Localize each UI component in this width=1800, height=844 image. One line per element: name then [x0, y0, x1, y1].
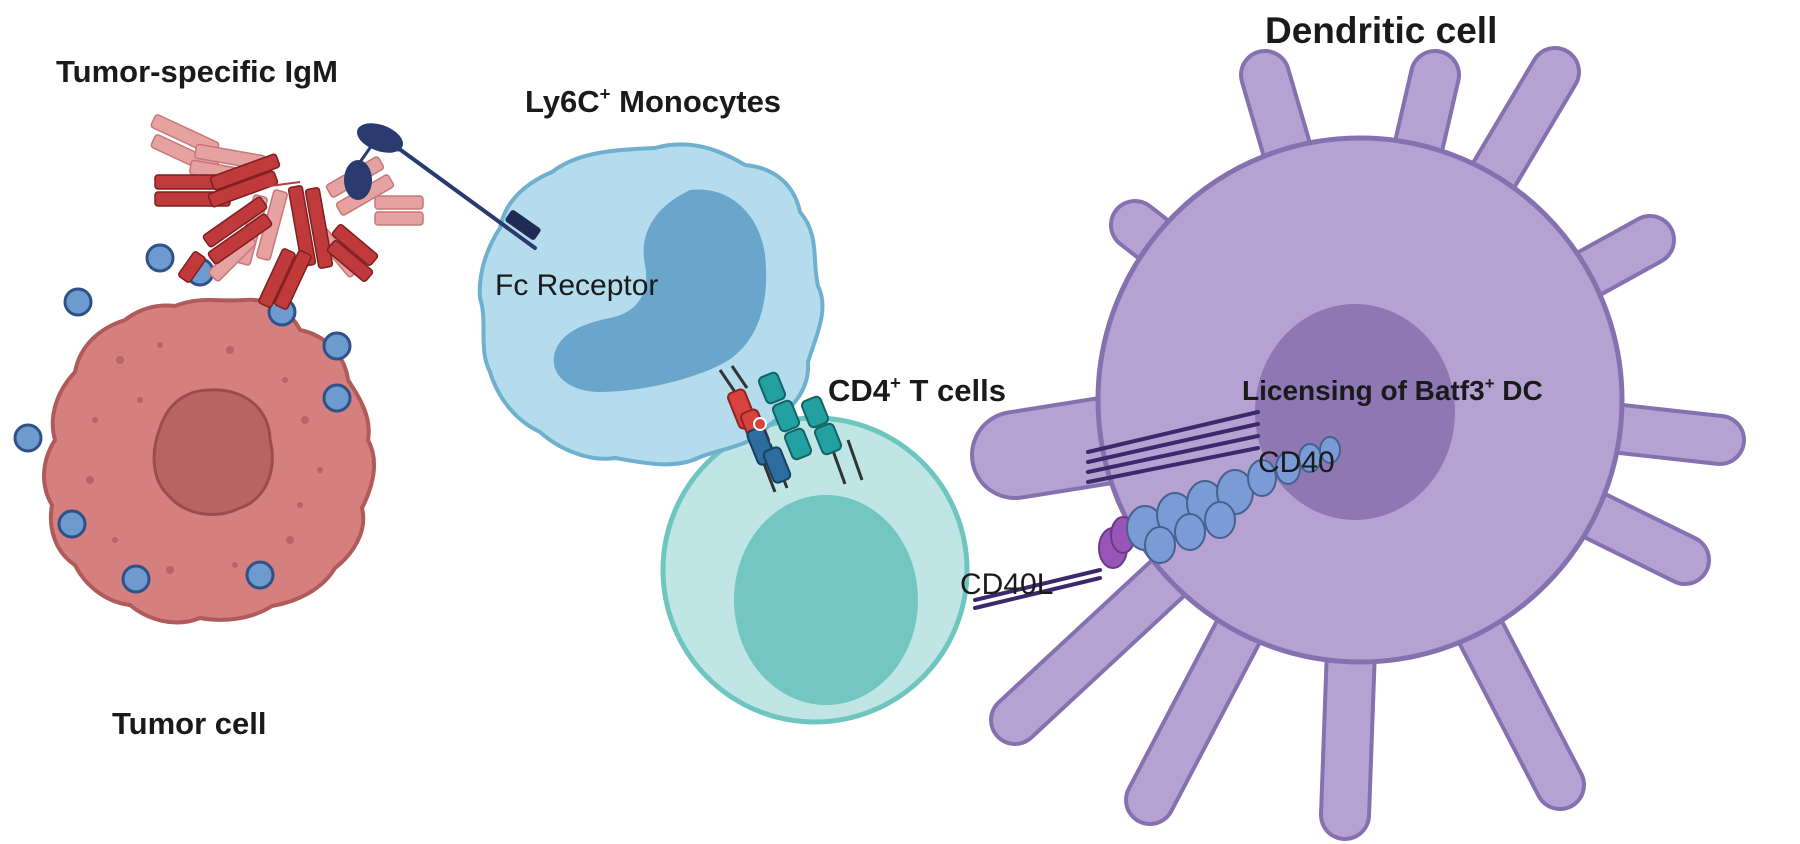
tumor-cell-nucleus	[152, 388, 274, 516]
tumor-cell-speckles	[86, 342, 323, 574]
tumor-cell-label: Tumor cell	[112, 706, 267, 741]
monocyte-label-sup: +	[599, 82, 611, 104]
igm-antibody	[150, 114, 424, 310]
tumor-cell	[13, 243, 376, 625]
cd40-protein	[1126, 436, 1341, 564]
t-cell	[660, 415, 970, 725]
licensing-label: Licensing of Batf3+ DC	[1242, 374, 1543, 406]
monocyte-label-main: Ly6C	[525, 84, 600, 119]
t-cell-nucleus	[734, 495, 918, 705]
cd40-label: CD40	[1258, 446, 1335, 479]
monocyte-label: Ly6C+ Monocytes	[525, 82, 782, 119]
licensing-label-rest: DC	[1494, 375, 1543, 406]
fc-receptor-label: Fc Receptor	[495, 269, 659, 302]
cd40-cd40l-complex	[973, 410, 1341, 610]
dendritic-cell-label: Dendritic cell	[1265, 10, 1498, 51]
cd40l-label: CD40L	[960, 568, 1054, 601]
monocyte-nucleus	[553, 189, 767, 392]
dendritic-cell-nucleus	[1255, 304, 1455, 520]
licensing-label-sup: +	[1484, 374, 1495, 394]
tcr-blue	[746, 426, 792, 484]
dendritic-cell	[970, 46, 1746, 841]
tcr-mhc-complex	[718, 365, 864, 493]
monocyte	[477, 142, 825, 467]
tumor-surface-receptors	[13, 243, 352, 594]
cd4-tcell-label: CD4+ T cells	[828, 371, 1006, 408]
cd40l-stalk	[973, 410, 1260, 610]
igm-heavy-chains	[154, 153, 379, 310]
licensing-label-main: Licensing of Batf3	[1242, 375, 1485, 406]
monocyte-label-rest: Monocytes	[610, 84, 782, 119]
cd4-coreceptor	[753, 417, 767, 431]
cd4-label-sup: +	[890, 371, 901, 393]
igm-j-chain	[239, 181, 301, 191]
cd4-label-rest: T cells	[900, 373, 1006, 408]
tcr-teal	[757, 371, 843, 461]
fc-receptor	[344, 123, 541, 250]
igm-label: Tumor-specific IgM	[56, 54, 338, 89]
cd4-label-main: CD4	[828, 373, 891, 408]
